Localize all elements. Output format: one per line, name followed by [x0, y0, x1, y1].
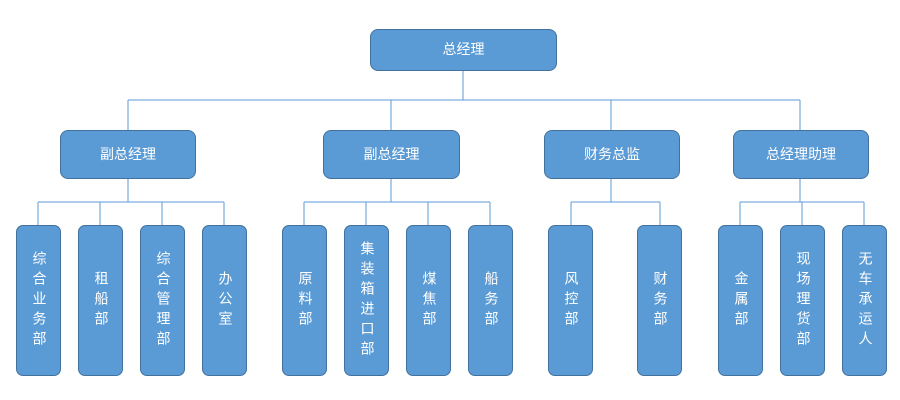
org-node-department: 煤焦部 — [406, 225, 451, 376]
org-node-department: 现场理货部 — [780, 225, 825, 376]
org-node-level2: 副总经理 — [323, 130, 460, 179]
org-node-department: 租船部 — [78, 225, 123, 376]
org-node-department: 原料部 — [282, 225, 327, 376]
org-node-level2: 副总经理 — [60, 130, 196, 179]
org-node-department: 财务部 — [637, 225, 682, 376]
org-node-department: 集装箱进口部 — [344, 225, 389, 376]
org-node-level2: 总经理助理 — [733, 130, 869, 179]
org-node-department: 综合业务部 — [16, 225, 61, 376]
org-node-department: 风控部 — [548, 225, 593, 376]
org-node-department: 综合管理部 — [140, 225, 185, 376]
org-node-department: 金属部 — [718, 225, 763, 376]
org-node-department: 无车承运人 — [842, 225, 887, 376]
org-node-department: 船务部 — [468, 225, 513, 376]
org-node-level2: 财务总监 — [544, 130, 680, 179]
org-node-root: 总经理 — [370, 29, 557, 71]
org-node-department: 办公室 — [202, 225, 247, 376]
